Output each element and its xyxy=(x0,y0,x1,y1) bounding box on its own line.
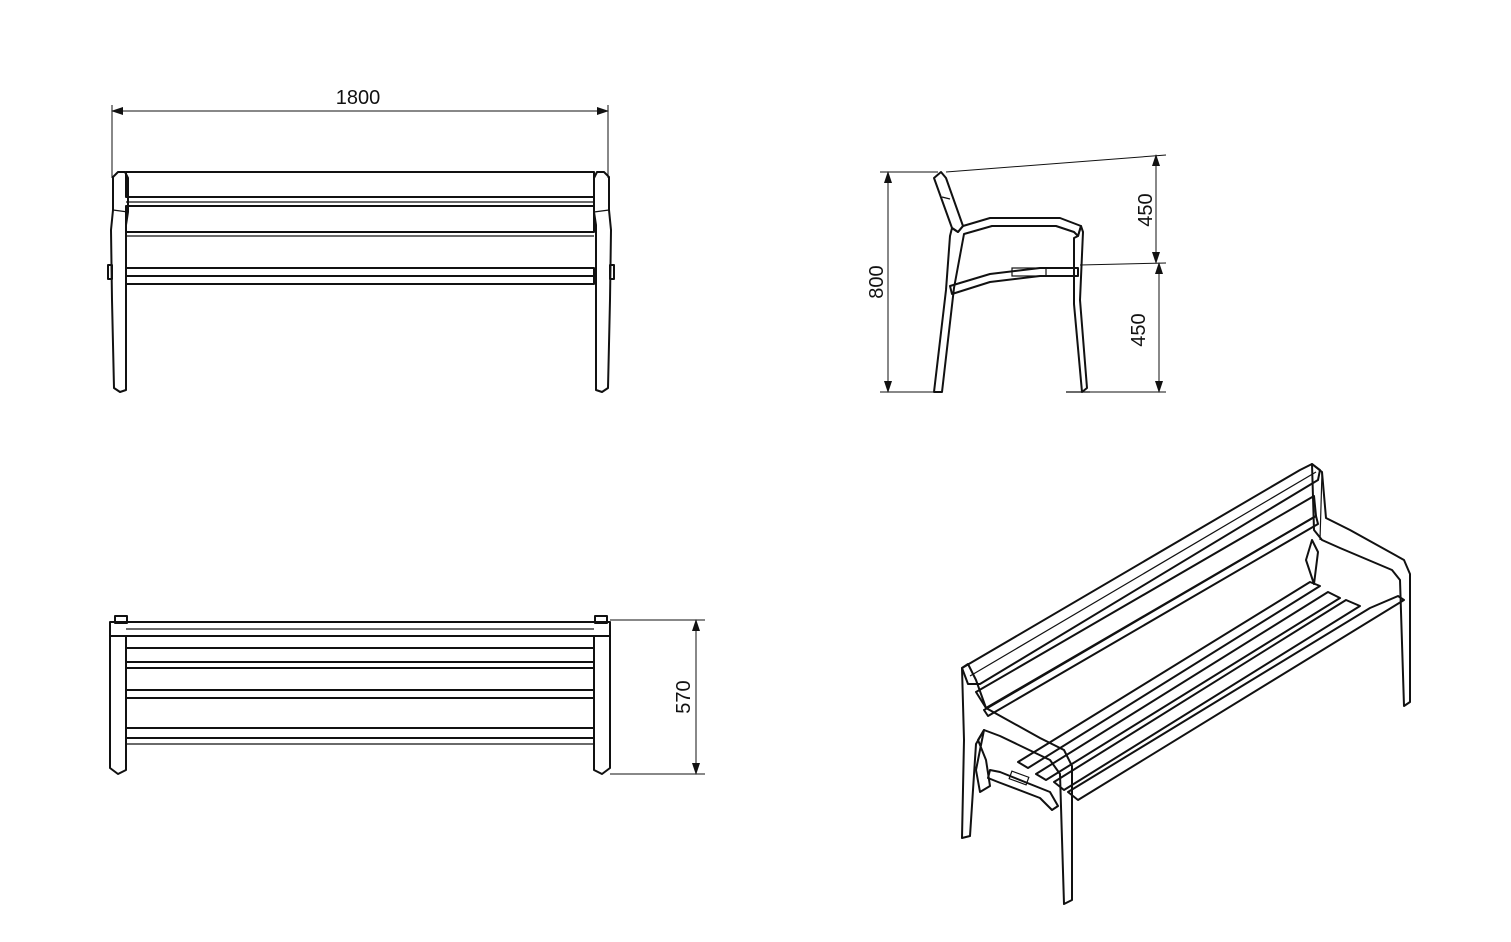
side-view: 800 450 450 xyxy=(866,154,1167,393)
front-left-leg xyxy=(110,171,129,393)
side-backrest xyxy=(933,171,964,233)
iso-seat-slat-4 xyxy=(1067,595,1405,801)
side-frame-front xyxy=(933,217,1082,393)
depth-label: 570 xyxy=(673,680,695,713)
width-dimension: 1800 xyxy=(111,87,609,178)
backrest-top-slat xyxy=(125,171,595,198)
iso-backrest-lower xyxy=(975,495,1317,709)
backrest-lower-slat xyxy=(125,205,595,233)
total-height-dimension: 800 xyxy=(866,171,938,393)
total-height-label: 800 xyxy=(866,265,888,298)
top-right-arm xyxy=(593,635,611,775)
top-slat-1 xyxy=(125,635,595,649)
iso-seat-rail xyxy=(987,769,1059,811)
top-slat-2 xyxy=(125,661,595,669)
front-right-leg xyxy=(593,171,612,393)
back-height-dimension: 450 xyxy=(945,154,1167,266)
side-seat xyxy=(949,267,1079,295)
iso-left-frame xyxy=(961,663,1073,905)
iso-right-frame xyxy=(1311,463,1411,707)
top-view: 570 xyxy=(109,615,705,775)
top-left-arm xyxy=(109,635,127,775)
iso-backrest-top xyxy=(961,463,1321,685)
seat-rail xyxy=(125,275,595,285)
width-label: 1800 xyxy=(336,87,381,109)
top-slat-4 xyxy=(125,727,595,739)
isometric-view xyxy=(961,463,1411,905)
back-height-label: 450 xyxy=(1135,193,1157,226)
side-rear-leg xyxy=(1073,225,1088,393)
iso-seat-slat-1 xyxy=(1017,581,1321,769)
seat-front-slat xyxy=(125,267,595,277)
depth-dimension: 570 xyxy=(610,619,705,775)
iso-seat-slat-2 xyxy=(1035,591,1341,781)
top-slat-3 xyxy=(125,689,595,699)
front-view: 1800 xyxy=(107,87,615,393)
iso-seat-slat-3 xyxy=(1053,599,1361,791)
seat-height-label: 450 xyxy=(1128,313,1150,346)
